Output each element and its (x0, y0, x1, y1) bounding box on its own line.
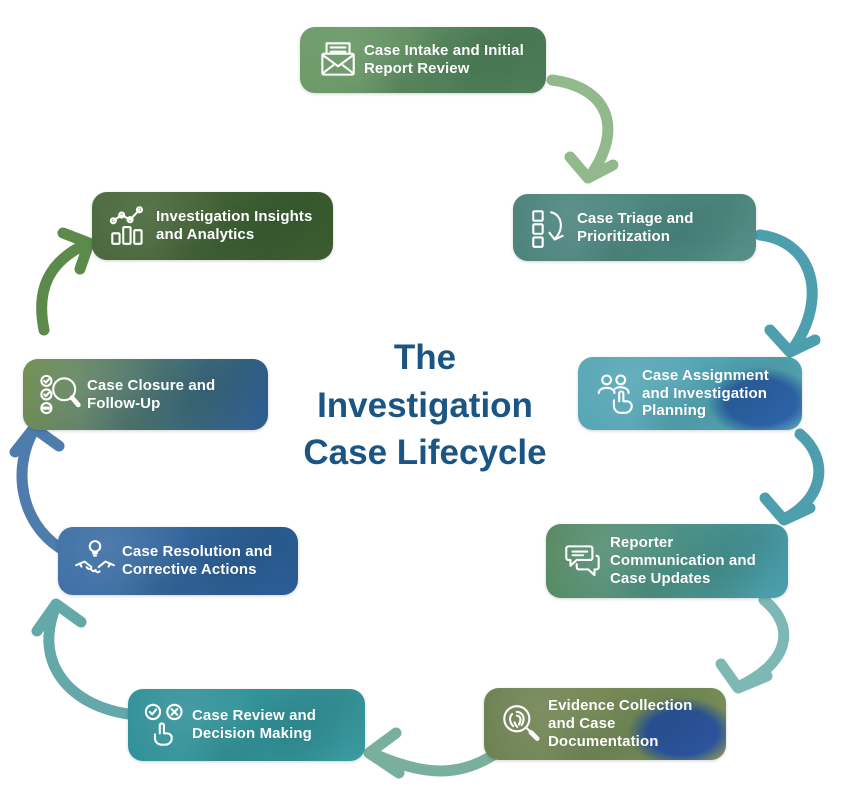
node-label: Case Closure and Follow-Up (87, 376, 216, 412)
node-case-intake[interactable]: Case Intake and Initial Report Review (300, 27, 546, 93)
node-label: Case Review and Decision Making (192, 707, 317, 742)
mail-icon (310, 37, 364, 83)
fingerprint-magnifier-icon (494, 701, 548, 747)
arrow-evidence-collection-to-case-review (363, 727, 504, 779)
handshake-idea-icon (68, 538, 122, 584)
node-case-triage[interactable]: Case Triage and Prioritization (513, 194, 756, 261)
node-evidence-collection[interactable]: Evidence Collection and Case Documentati… (484, 688, 726, 760)
node-label: Evidence Collection and Case Documentati… (548, 697, 693, 750)
node-label: Case Assignment and Investigation Planni… (642, 366, 769, 420)
node-reporter-communication[interactable]: Reporter Communication and Case Updates (546, 524, 788, 598)
node-investigation-insights[interactable]: Investigation Insights and Analytics (92, 192, 333, 260)
assignment-hand-icon (588, 371, 642, 417)
node-label: Investigation Insights and Analytics (156, 208, 313, 243)
arrow-case-assignment-to-reporter-comm (759, 428, 825, 526)
arrow-case-review-to-case-resolution (31, 598, 134, 720)
node-label: Case Resolution and Corrective Actions (122, 543, 273, 578)
arrow-case-intake-to-case-triage (546, 74, 619, 184)
page-title: The Investigation Case Lifecycle (303, 338, 547, 473)
arrow-reporter-comm-to-evidence-collection (715, 594, 790, 694)
node-case-resolution[interactable]: Case Resolution and Corrective Actions (58, 527, 298, 595)
node-label: Case Triage and Prioritization (577, 209, 694, 245)
analytics-chart-icon (102, 203, 156, 249)
decision-hand-icon (138, 702, 192, 748)
arrow-case-closure-to-insights-analytics (36, 227, 95, 336)
arrow-case-resolution-to-case-closure (9, 422, 66, 554)
triage-list-arrow-icon (523, 205, 577, 251)
node-case-review[interactable]: Case Review and Decision Making (128, 689, 365, 761)
node-case-assignment[interactable]: Case Assignment and Investigation Planni… (578, 357, 802, 430)
node-label: Case Intake and Initial Report Review (364, 42, 524, 77)
node-label: Reporter Communication and Case Updates (610, 534, 756, 587)
checklist-magnifier-icon (33, 372, 87, 418)
node-case-closure[interactable]: Case Closure and Follow-Up (23, 359, 268, 430)
arrow-case-triage-to-case-assignment (754, 229, 821, 358)
chat-bubbles-icon (556, 538, 610, 584)
